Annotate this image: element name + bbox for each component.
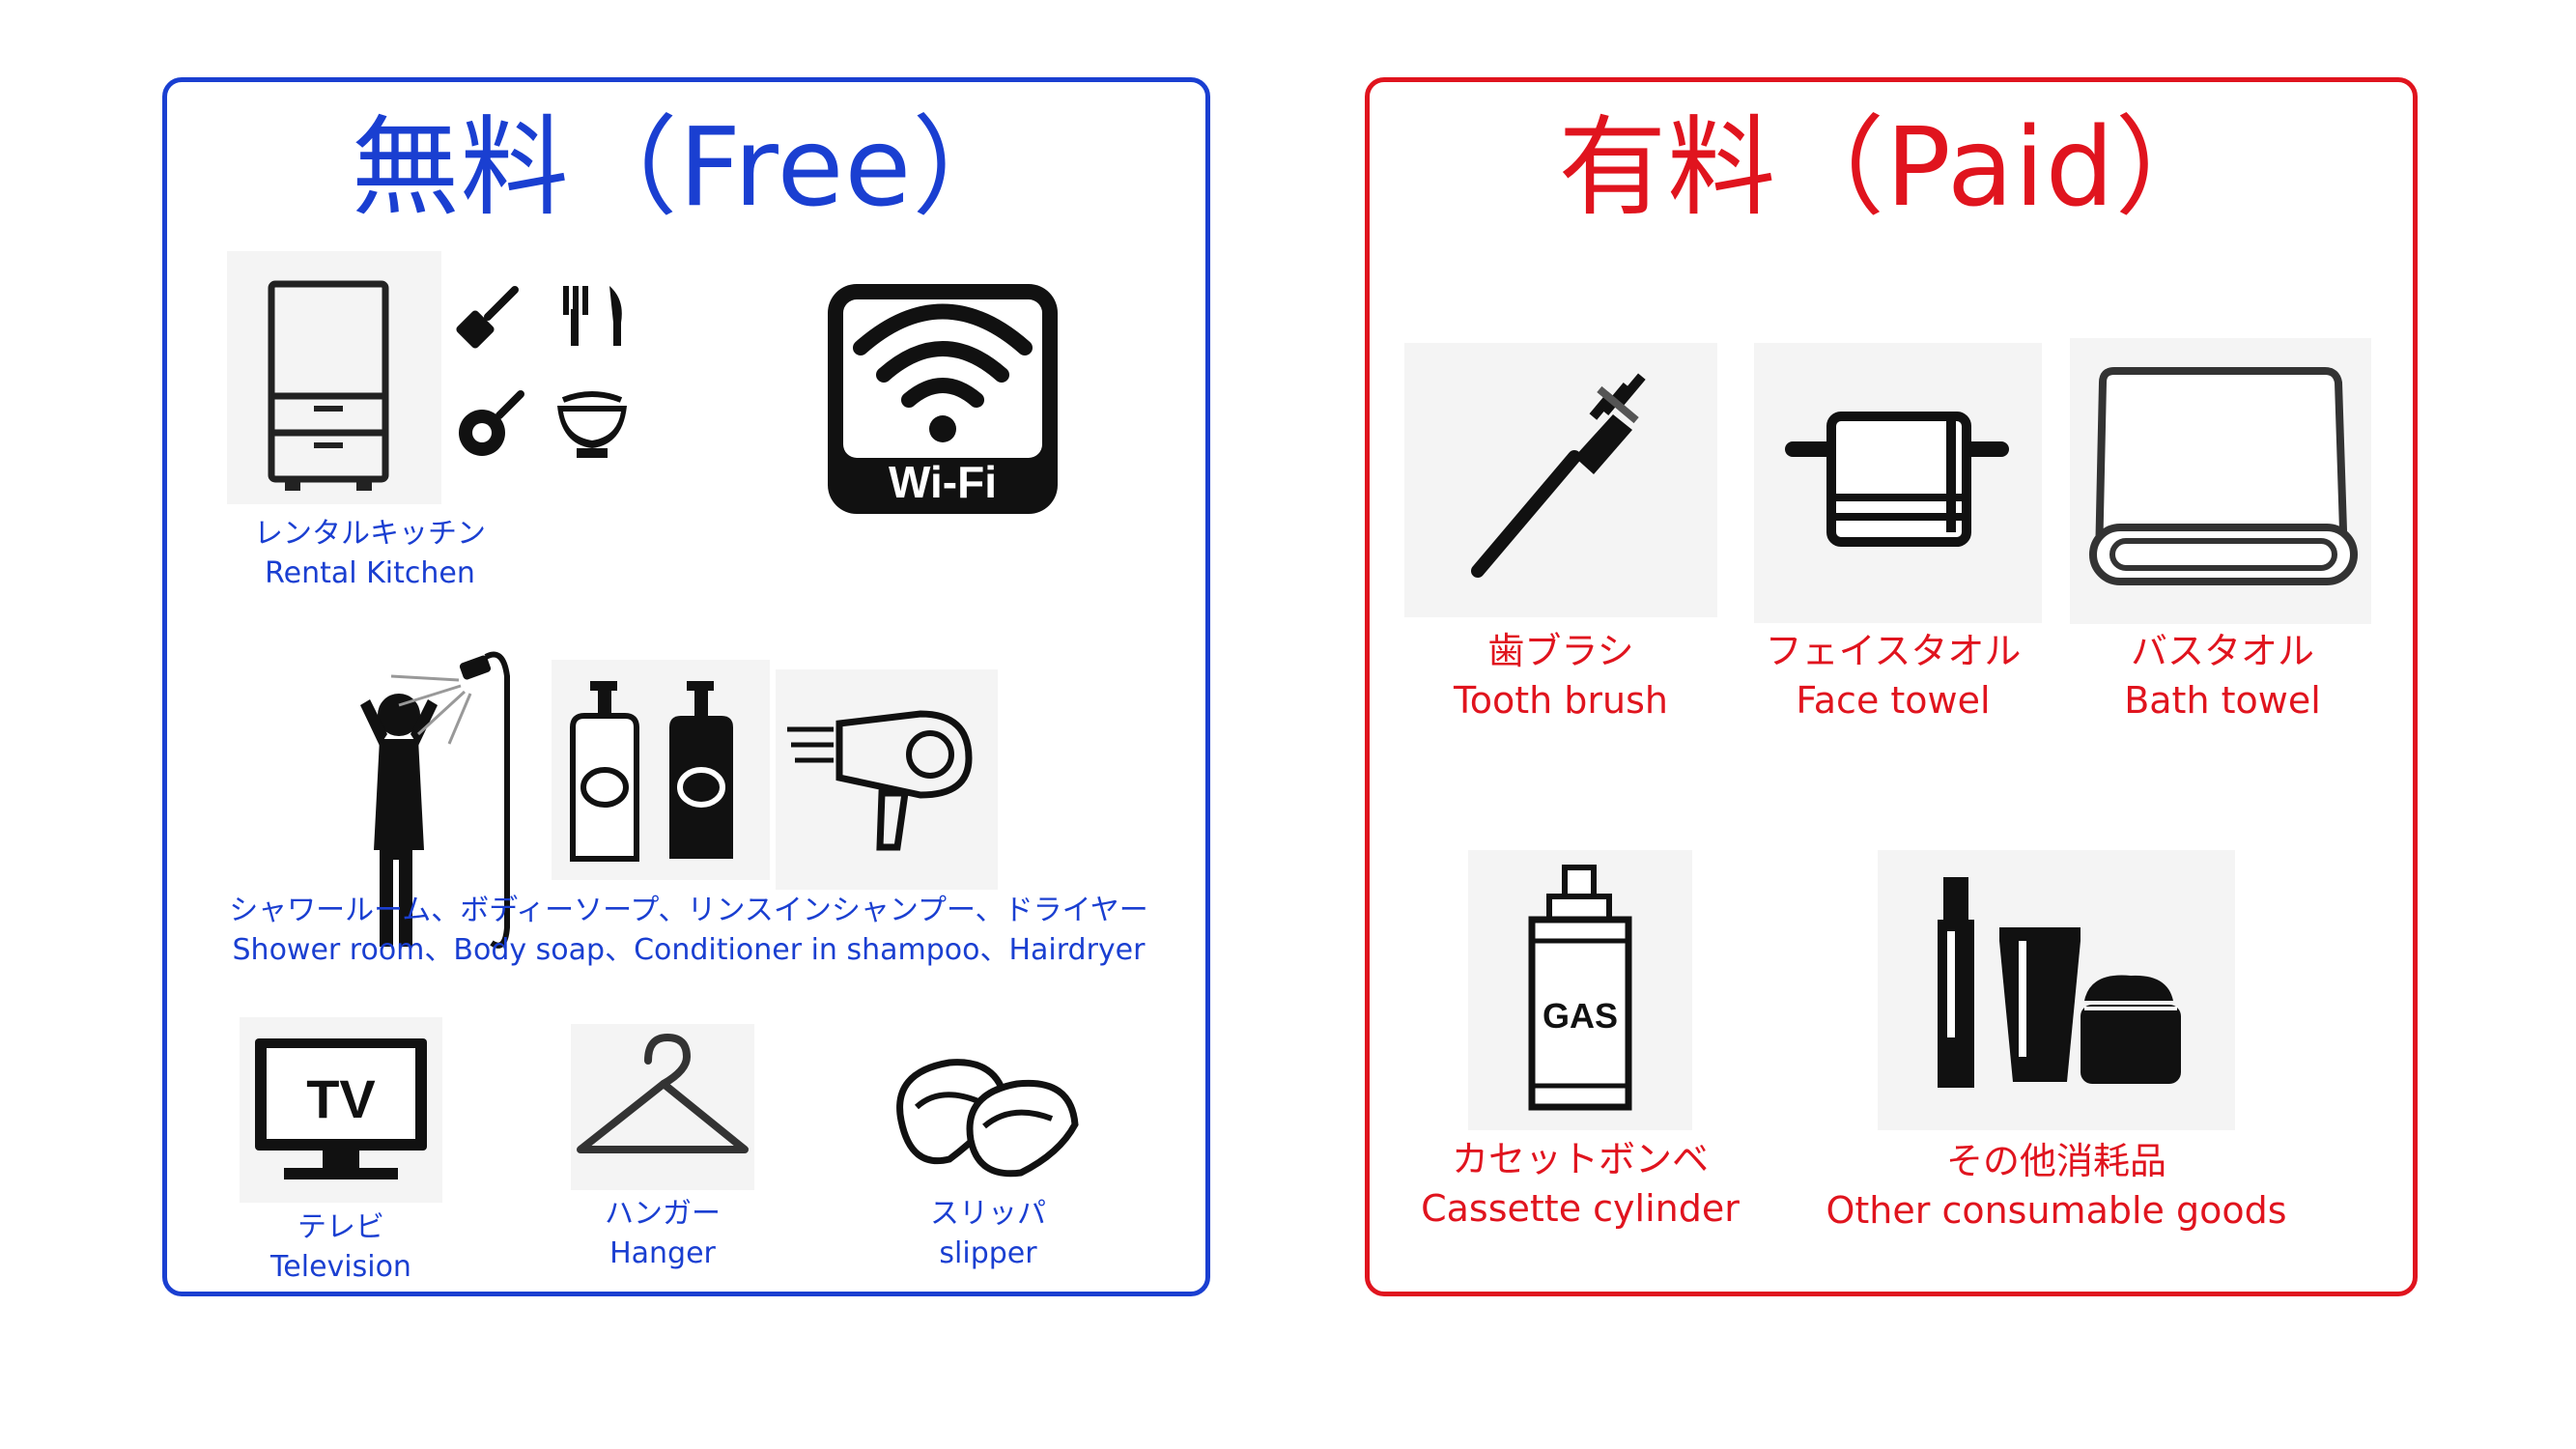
free-title: 無料（Free） (351, 105, 1022, 231)
cookware-icon (447, 280, 650, 473)
toothbrush-icon (1404, 343, 1717, 617)
rental-kitchen-icon (227, 251, 441, 504)
paid-title: 有料（Paid） (1558, 105, 2224, 231)
wifi-icon: Wi-Fi (824, 280, 1062, 518)
body-soap-icon (552, 660, 770, 880)
face-towel-icon (1754, 343, 2042, 623)
tv-badge: TV (306, 1068, 376, 1129)
consumables-icon (1878, 850, 2235, 1130)
tv-icon: TV (240, 1017, 442, 1203)
slipper-icon (882, 1034, 1094, 1188)
hairdryer-icon (776, 669, 998, 890)
hanger-icon (571, 1024, 754, 1190)
shower-icon (341, 638, 534, 956)
wifi-badge: Wi-Fi (889, 457, 997, 507)
gas-cylinder-icon: GAS (1468, 850, 1692, 1130)
gas-badge: GAS (1543, 996, 1618, 1036)
bath-towel-icon (2070, 338, 2371, 624)
